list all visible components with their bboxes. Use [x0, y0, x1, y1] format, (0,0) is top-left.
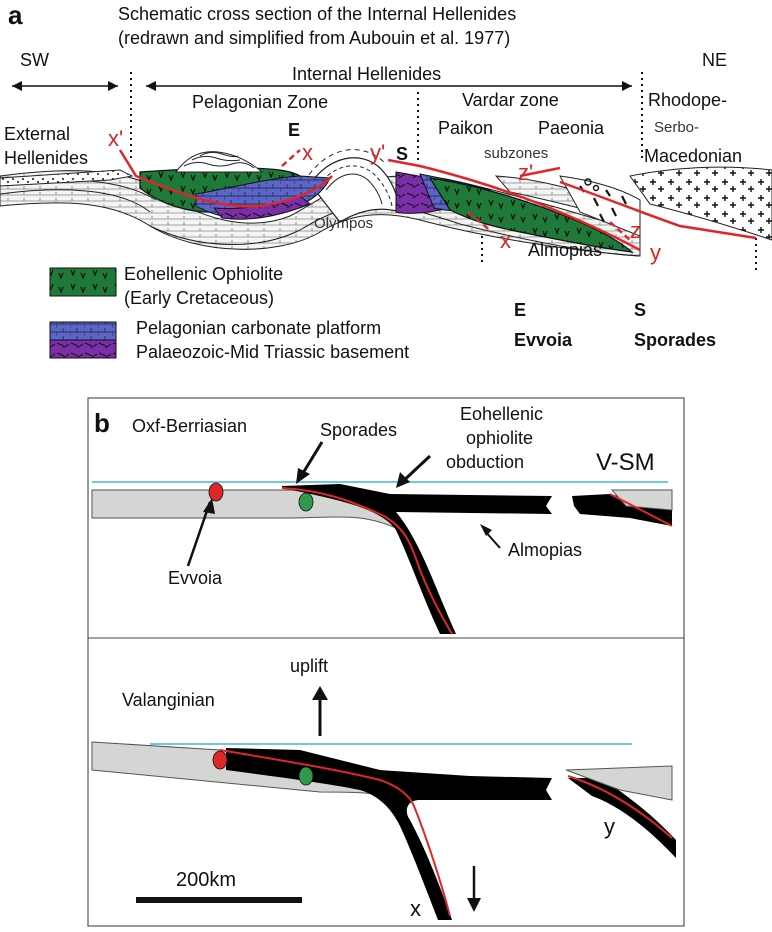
arrow-evvoia	[186, 498, 215, 567]
legend-carbonate-2: Palaeozoic-Mid Triassic basement	[136, 342, 409, 362]
legend-s-name: Sporades	[634, 330, 716, 350]
internal-hellenides-arrow	[146, 81, 632, 91]
paeonia-label: Paeonia	[538, 118, 605, 138]
serbo-label: Serbo-	[654, 119, 699, 136]
evvoia-dot-2	[212, 750, 228, 770]
legend-e-name: Evvoia	[514, 330, 573, 350]
external-label-2: Hellenides	[4, 148, 88, 168]
sw-arrow	[12, 81, 118, 91]
eohellenic-label-2: ophiolite	[466, 428, 533, 448]
sporades-dot-2	[298, 766, 314, 786]
eohellenic-label-1: Eohellenic	[460, 404, 543, 424]
sporades-label: Sporades	[320, 420, 397, 440]
x-prime-label: x'	[108, 126, 123, 151]
east-slab-1	[572, 494, 672, 526]
x-label-b: x	[410, 896, 421, 921]
arrow-sporades	[296, 441, 324, 484]
sw-label: SW	[20, 50, 49, 70]
s-mark: S	[396, 144, 408, 164]
x-lower-label: x	[500, 228, 511, 253]
z-prime-label: z'	[518, 160, 533, 185]
uplift-label: uplift	[290, 656, 328, 676]
vardar-zone-label: Vardar zone	[462, 90, 559, 110]
pelagonian-zone-label: Pelagonian Zone	[192, 92, 328, 112]
legend-e-abbr: E	[514, 300, 526, 320]
evvoia-dot-1	[208, 482, 224, 502]
almopias-label: Almopias	[528, 240, 602, 260]
stage2-label: Valanginian	[122, 690, 215, 710]
ne-label: NE	[702, 50, 727, 70]
panel-a: a Schematic cross section of the Interna…	[0, 0, 772, 362]
panel-b: b Oxf-Berriasian	[87, 397, 685, 927]
fault-2-east	[567, 775, 673, 839]
fault-2	[219, 749, 451, 917]
stage-oxf-berriasian: Oxf-Berriasian	[91, 404, 673, 635]
panel-a-letter: a	[8, 0, 23, 30]
evvoia-label: Evvoia	[168, 568, 223, 588]
almopias-label-b: Almopias	[508, 540, 582, 560]
ophiolite-slab-2	[226, 748, 552, 920]
e-mark: E	[288, 120, 300, 140]
fault-1	[281, 487, 453, 635]
panel-a-title-2: (redrawn and simplified from Aubouin et …	[118, 28, 510, 48]
panel-b-frame	[87, 397, 685, 927]
z-lower-label: z	[630, 218, 641, 243]
scale-label: 200km	[176, 869, 236, 891]
legend: Eohellenic Ophiolite (Early Cretaceous) …	[49, 264, 716, 362]
legend-ophiolite-swatch	[49, 267, 117, 297]
y-label-b: y	[604, 814, 615, 839]
y-lower-label: y	[650, 240, 661, 265]
subsidence-arrow	[467, 866, 481, 912]
arrow-almopias	[480, 524, 501, 549]
east-slab-2	[568, 778, 676, 858]
fault-1-east	[609, 493, 673, 527]
vsm-label: V-SM	[596, 449, 655, 476]
legend-ophiolite-2: (Early Cretaceous)	[124, 288, 274, 308]
rhodope-label: Rhodope-	[648, 90, 727, 110]
panel-b-letter: b	[94, 408, 110, 438]
stage1-label: Oxf-Berriasian	[132, 416, 247, 436]
legend-carbonate-1: Pelagonian carbonate platform	[136, 318, 381, 338]
stage-valanginian: Valanginian uplift x y	[91, 656, 676, 921]
panel-a-title-1: Schematic cross section of the Internal …	[118, 4, 516, 24]
macedonian-label: Macedonian	[644, 146, 742, 166]
east-plate-2	[565, 765, 673, 801]
cross-section	[0, 149, 772, 257]
eohellenic-label-3: obduction	[446, 452, 524, 472]
sporades-dot-1	[298, 492, 314, 512]
legend-carbonate-swatch	[49, 321, 117, 341]
legend-basement-swatch	[49, 339, 117, 359]
arrow-obduction	[396, 454, 432, 488]
subzones-label: subzones	[484, 145, 548, 162]
legend-s-abbr: S	[634, 300, 646, 320]
paikon-label: Paikon	[438, 118, 493, 138]
external-label-1: External	[4, 124, 70, 144]
legend-ophiolite-1: Eohellenic Ophiolite	[124, 264, 283, 284]
uplift-arrow	[312, 686, 328, 736]
x-label: x	[302, 140, 313, 165]
internal-hellenides-label: Internal Hellenides	[292, 64, 441, 84]
olympos-label: Olympos	[314, 215, 373, 232]
y-prime-label: y'	[370, 140, 385, 165]
